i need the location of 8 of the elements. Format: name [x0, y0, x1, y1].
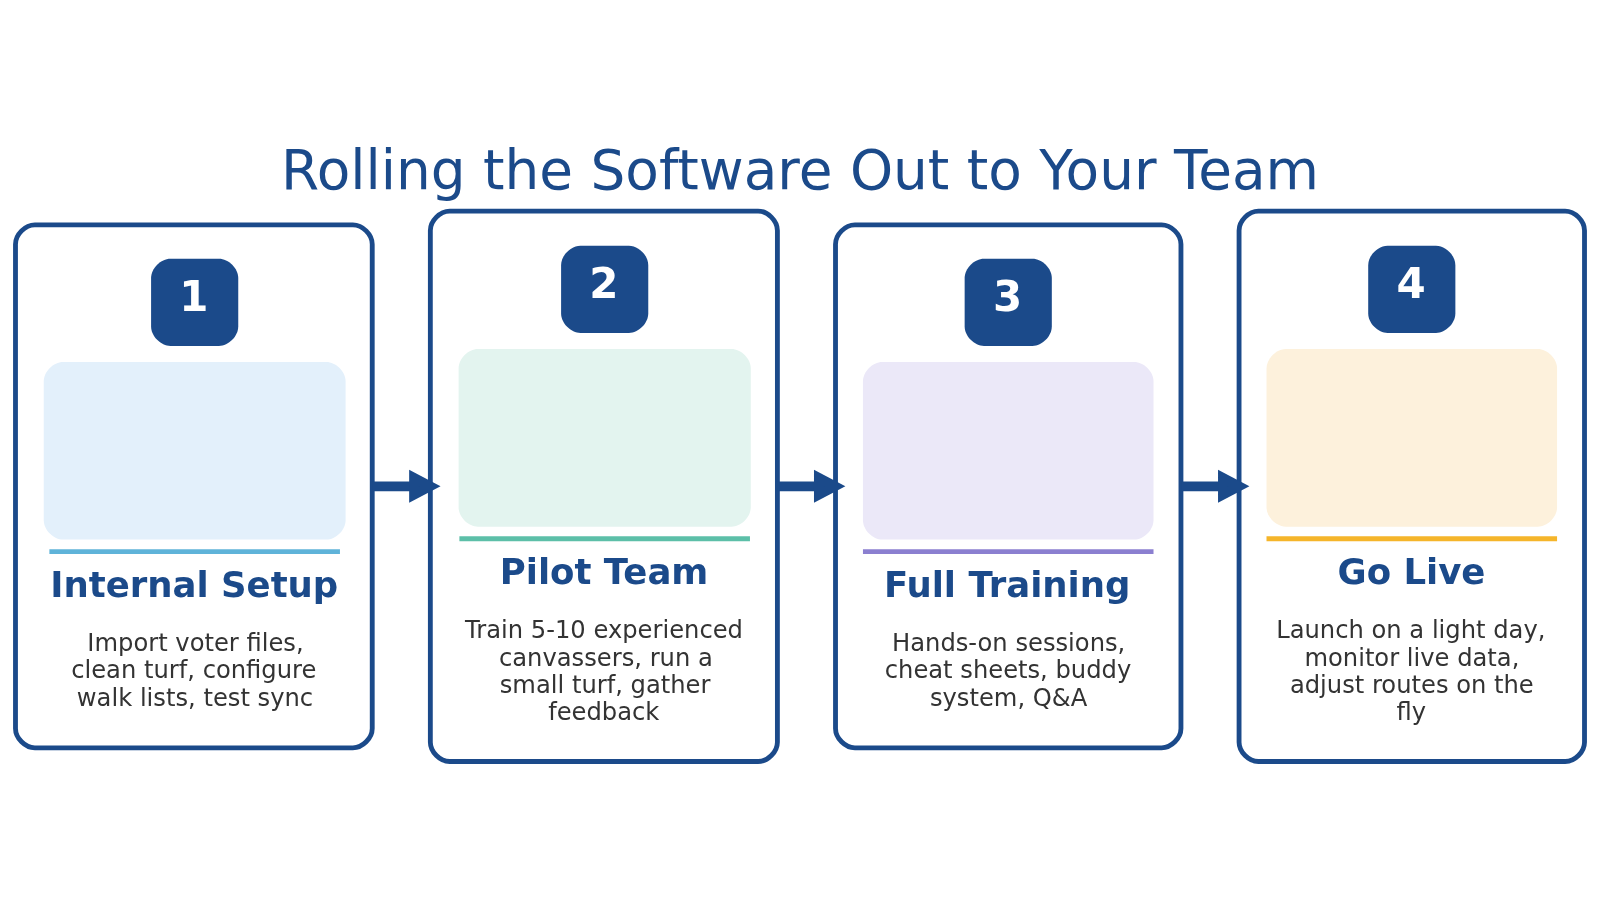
node-box: 4 Go Live Launch on a light day, monitor live data, adjust routes on the fly — [1236, 208, 1587, 764]
node-box: 2 Pilot Team Train 5-10 experienced canvassers, run a small turf, gather feedback — [427, 208, 780, 764]
diagram-title: Rolling the Software Out to Your Team — [281, 137, 1319, 202]
node-box: 3 Full Training Hands-on sessions, cheat sheets, buddy system, Q&A — [833, 222, 1184, 751]
arrow — [777, 469, 846, 503]
arrow — [1181, 469, 1250, 503]
node-box: 1 Internal Setup Import voter files, clean turf, configure walk lists, test sync — [13, 222, 375, 751]
arrow — [372, 469, 441, 503]
